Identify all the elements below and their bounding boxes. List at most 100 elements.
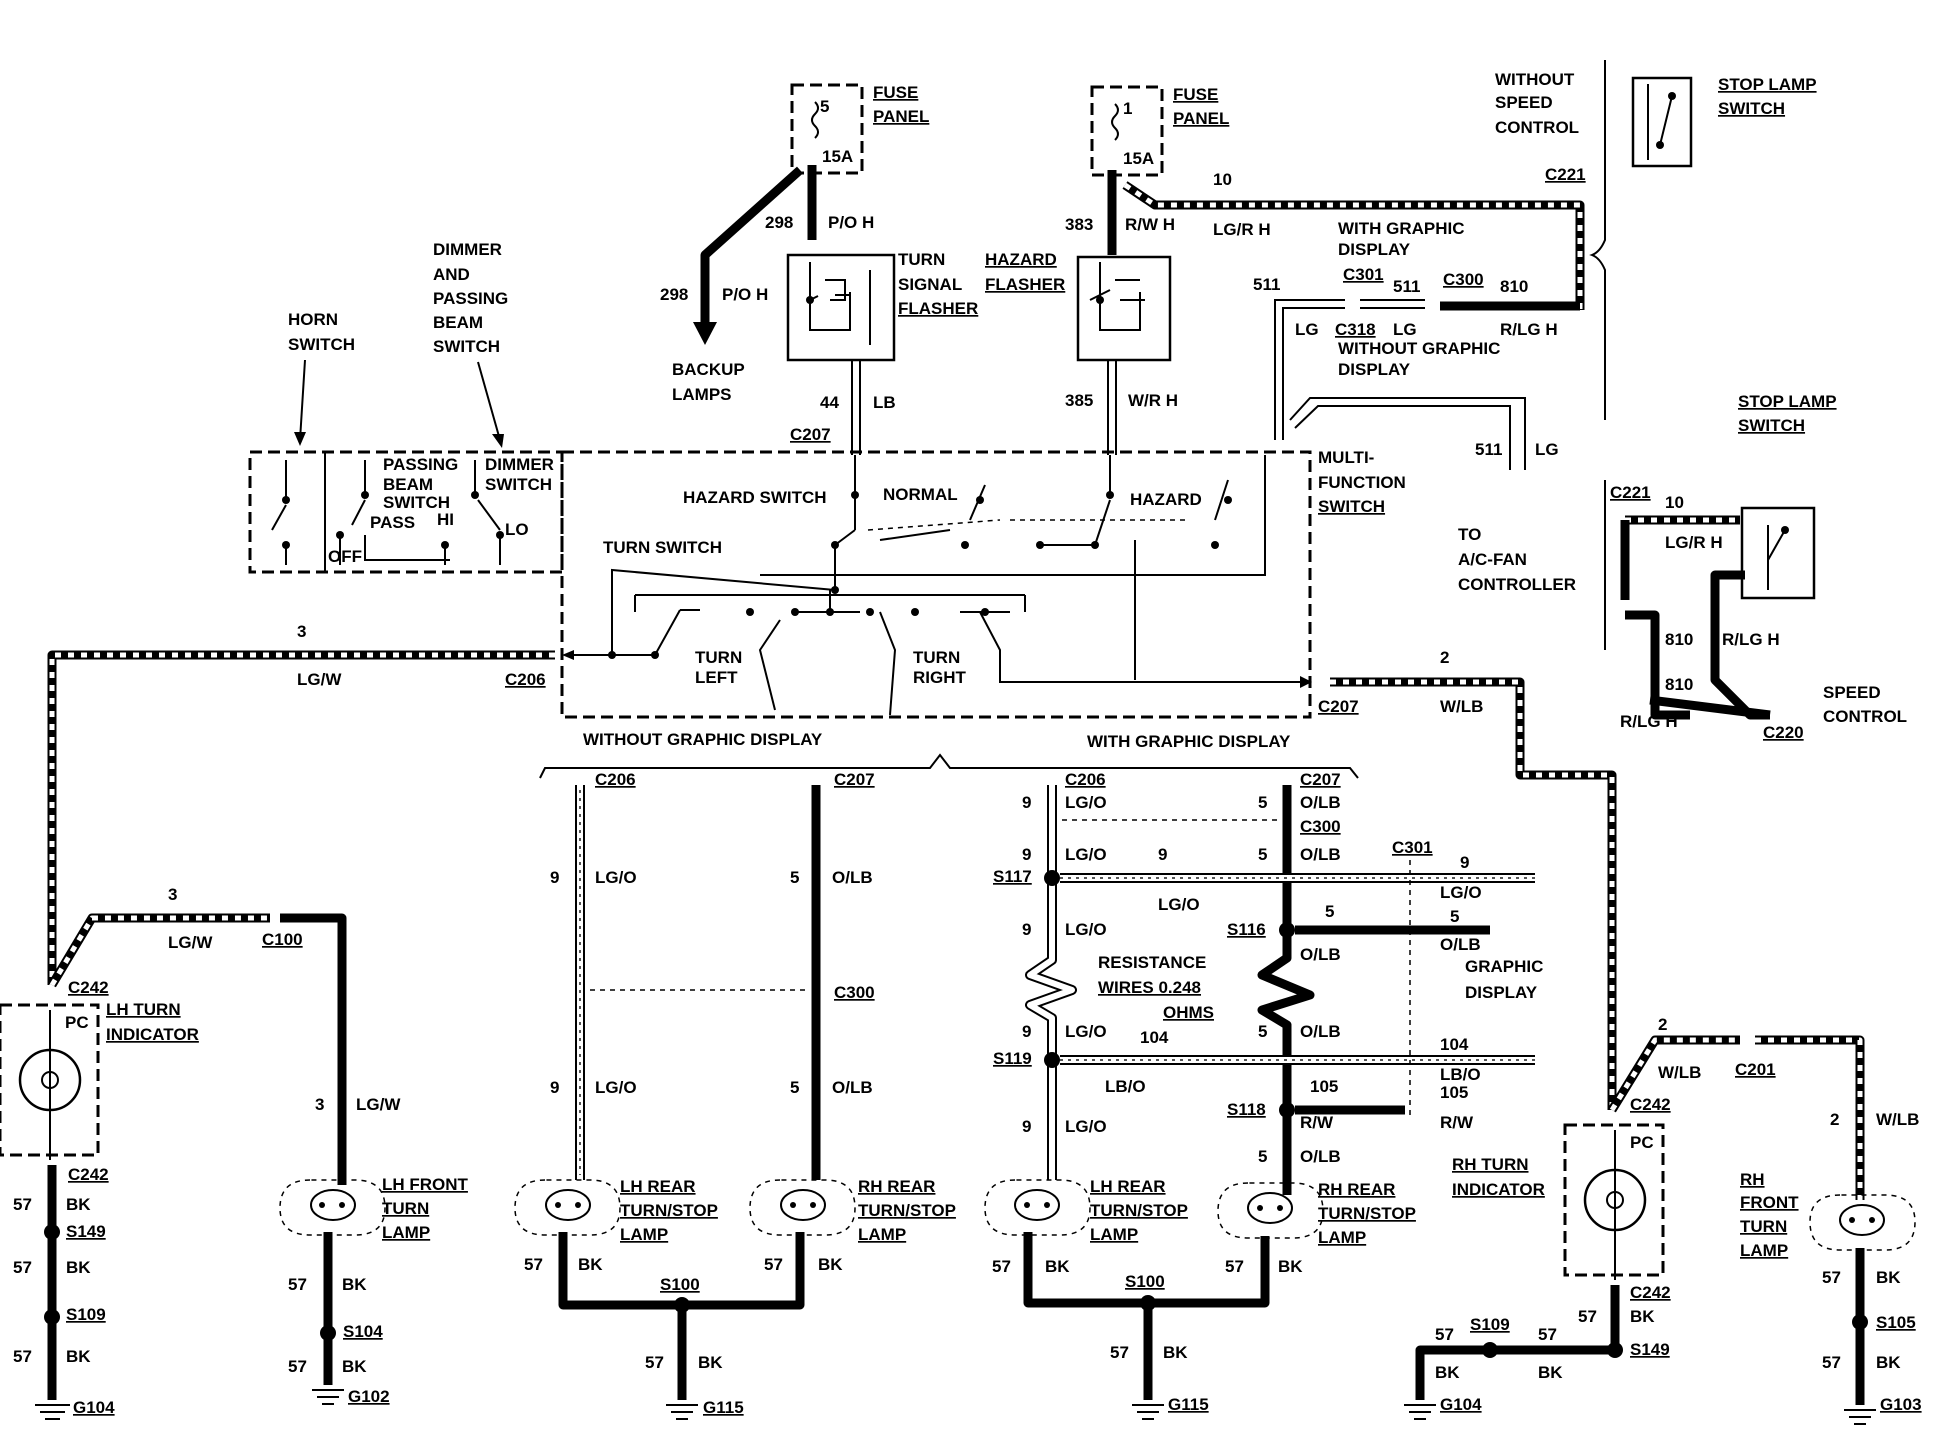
ground-g115-a: 57 BK 57 BK S100 57 BK G115 xyxy=(524,1232,843,1420)
label: TURN/STOP xyxy=(620,1201,718,1220)
label: 2 xyxy=(1658,1015,1667,1034)
label: S109 xyxy=(1470,1315,1510,1334)
label: LO xyxy=(505,520,529,539)
label: FUNCTION xyxy=(1318,473,1406,492)
label: LG xyxy=(1393,320,1417,339)
label: C201 xyxy=(1735,1060,1776,1079)
label: 57 xyxy=(13,1347,32,1366)
label: BEAM xyxy=(433,313,483,332)
label: 5 xyxy=(1325,902,1334,921)
dimmer-block-labels: DIMMER AND PASSING BEAM SWITCH xyxy=(433,240,508,448)
label: DIMMER xyxy=(433,240,502,259)
label: O/LB xyxy=(1300,945,1341,964)
label: 15A xyxy=(822,147,853,166)
without-graphic-label: WITHOUT GRAPHIC xyxy=(1338,339,1500,358)
label: 9 xyxy=(1022,1022,1031,1041)
label: BK xyxy=(1045,1257,1070,1276)
label: BK xyxy=(698,1353,723,1372)
label: HAZARD SWITCH xyxy=(683,488,827,507)
label: BK xyxy=(1435,1363,1460,1382)
label: LH TURN xyxy=(106,1000,181,1019)
label: O/LB xyxy=(832,868,873,887)
label: BK xyxy=(66,1347,91,1366)
label: 10 xyxy=(1665,493,1684,512)
turn-signal-flasher: TURN SIGNAL FLASHER xyxy=(786,250,978,362)
label: C206 xyxy=(1065,770,1106,789)
label: R/LG H xyxy=(1500,320,1558,339)
without-graphic-branch: C206 C207 9 LG/O 5 O/LB C300 9 LG/O 5 O/… xyxy=(550,770,875,1180)
label: PASSING xyxy=(383,455,458,474)
label: 105 xyxy=(1440,1083,1468,1102)
label: S117 xyxy=(993,867,1032,886)
label: PANEL xyxy=(873,107,929,126)
fuse-panel-right: 1 15A FUSE PANEL xyxy=(1090,85,1229,177)
label: C242 xyxy=(68,1165,109,1184)
wire-3-lgw: 3 LG/W C206 3 LG/W C100 3 LG/W xyxy=(47,622,555,1185)
label: C221 xyxy=(1545,165,1586,184)
label: 298 xyxy=(765,213,793,232)
label: O/LB xyxy=(1300,1147,1341,1166)
label: 3 xyxy=(297,622,306,641)
label: 383 xyxy=(1065,215,1093,234)
label: BK xyxy=(1630,1307,1655,1326)
fuse-panel-left: 5 15A FUSE PANEL xyxy=(790,83,929,175)
label: LG/O xyxy=(1065,845,1107,864)
label: LAMP xyxy=(620,1225,668,1244)
label: INDICATOR xyxy=(106,1025,199,1044)
label: 5 xyxy=(790,1078,799,1097)
label: SWITCH xyxy=(1718,99,1785,118)
label: 57 xyxy=(1538,1325,1557,1344)
label: C221 xyxy=(1610,483,1651,502)
label: C300 xyxy=(1300,817,1341,836)
label: CONTROL xyxy=(1495,118,1579,137)
label: C242 xyxy=(68,978,109,997)
label: 57 xyxy=(13,1195,32,1214)
label: 9 xyxy=(1022,793,1031,812)
hazard-flasher: HAZARD FLASHER xyxy=(985,250,1172,362)
label: BK xyxy=(578,1255,603,1274)
label: S118 xyxy=(1227,1100,1266,1119)
label: SPEED xyxy=(1823,683,1881,702)
label: PC xyxy=(1630,1133,1654,1152)
label: LB/O xyxy=(1105,1077,1146,1096)
label: BK xyxy=(1876,1353,1901,1372)
label: LG/O xyxy=(1065,793,1107,812)
label: BK xyxy=(342,1275,367,1294)
label: TURN xyxy=(898,250,945,269)
wire-10-top: 10 LG/R H C221 xyxy=(1122,165,1586,310)
label: NORMAL xyxy=(883,485,958,504)
label: 810 xyxy=(1665,675,1693,694)
label: STOP LAMP xyxy=(1718,75,1817,94)
label: PC xyxy=(65,1013,89,1032)
label: C100 xyxy=(262,930,303,949)
label: 511 xyxy=(1253,275,1280,294)
label: 15A xyxy=(1123,149,1154,168)
label: FRONT xyxy=(1740,1193,1799,1212)
label: C206 xyxy=(595,770,636,789)
label: LG/O xyxy=(1065,1022,1107,1041)
label: LG/O xyxy=(1440,883,1482,902)
label: LAMP xyxy=(858,1225,906,1244)
label: AND xyxy=(433,265,470,284)
label: 5 xyxy=(1258,1022,1267,1041)
label: S100 xyxy=(660,1275,700,1294)
label: BK xyxy=(342,1357,367,1376)
with-graphic-label: WITH GRAPHIC xyxy=(1338,219,1465,238)
branch-with-graphic: WITH GRAPHIC DISPLAY xyxy=(1087,732,1291,751)
label: C242 xyxy=(1630,1283,1671,1302)
label: 57 xyxy=(1225,1257,1244,1276)
label: C207 xyxy=(1318,697,1359,716)
label: O/LB xyxy=(1300,1022,1341,1041)
label: W/LB xyxy=(1440,697,1483,716)
label: C207 xyxy=(1300,770,1341,789)
rh-front-turn-lamp: RH FRONT TURN LAMP 57 BK S105 57 BK G103 xyxy=(1740,1170,1922,1425)
label: 5 xyxy=(790,868,799,887)
wire-2-wlb: C207 2 W/LB 2 W/LB C201 2 W/LB xyxy=(1318,648,1919,1200)
ac-fan-label: TO A/C-FAN CONTROLLER xyxy=(1458,525,1576,594)
label: RH REAR xyxy=(1318,1180,1395,1199)
branch-without-graphic: WITHOUT GRAPHIC DISPLAY xyxy=(583,730,823,749)
label: C206 xyxy=(505,670,546,689)
label: P/O H xyxy=(828,213,874,232)
label: O/LB xyxy=(1300,845,1341,864)
label: 5 xyxy=(820,97,829,116)
